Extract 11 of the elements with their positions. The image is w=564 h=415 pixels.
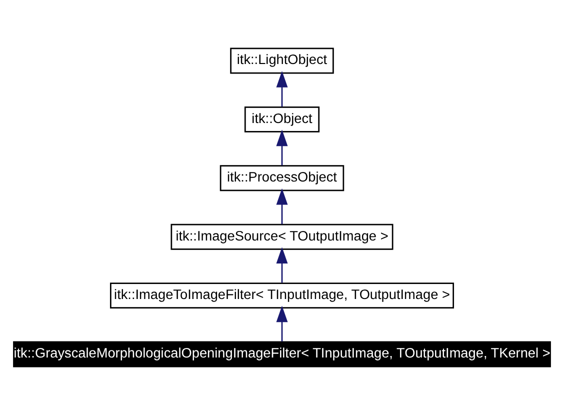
node-box: itk::ImageSource< TOutputImage > xyxy=(170,224,394,250)
arrow xyxy=(276,247,288,283)
node-box: itk::LightObject xyxy=(230,48,334,74)
node-box: itk::ProcessObject xyxy=(220,165,344,192)
arrow xyxy=(276,130,288,166)
node-box: itk::GrayscaleMorphologicalOpeningImageFilter< TInputImage, TOutputImage, TKernel > xyxy=(13,341,551,368)
arrow xyxy=(276,70,288,107)
node-box: itk::Object xyxy=(244,106,320,132)
arrow xyxy=(276,306,288,342)
arrow xyxy=(276,188,288,224)
node-box: itk::ImageToImageFilter< TInputImage, TOutputImage > xyxy=(110,282,454,309)
